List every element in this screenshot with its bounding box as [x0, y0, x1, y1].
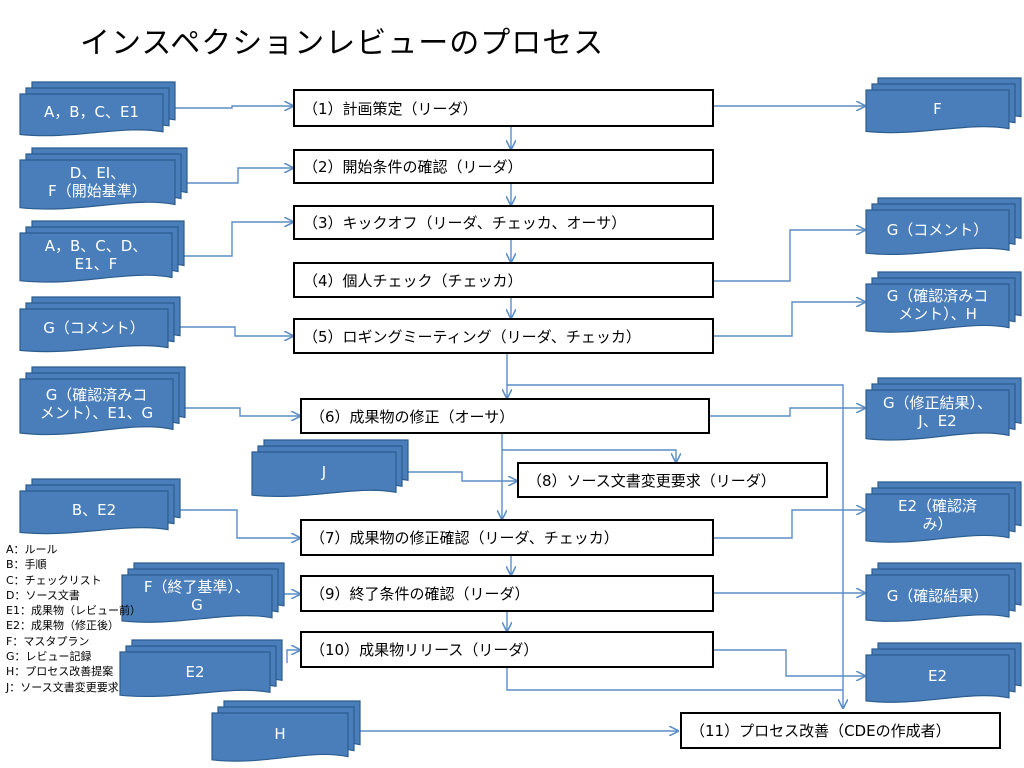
- document-shape: [865, 642, 1022, 703]
- output-doc: E2（確認済 み）: [865, 481, 1022, 546]
- document-shape: [865, 197, 1022, 256]
- document-shape: [119, 639, 283, 698]
- process-step-5: （5）ロギングミーティング（リーダ、チェッカ）: [293, 318, 714, 354]
- document-shape: [121, 562, 285, 623]
- legend: A：ルール B：手順 C：チェックリスト D：ソース文書 E1：成果物（レビュー…: [6, 542, 141, 695]
- legend-item: B：手順: [6, 558, 47, 572]
- legend-item: E1：成果物（レビュー前）: [6, 604, 141, 618]
- page-title: インスペクションレビューのプロセス: [80, 26, 605, 61]
- input-doc: A，B、C、D、 E1、F: [19, 220, 185, 286]
- legend-item: E2：成果物（修正後）: [6, 619, 119, 633]
- document-sheet: [19, 378, 174, 436]
- output-doc: G（確認済みコ メント）、H: [865, 271, 1022, 336]
- legend-item: G：レビュー記録: [6, 650, 92, 664]
- document-sheet: [121, 574, 273, 623]
- process-step-3: （3）キックオフ（リーダ、チェッカ、オーサ）: [293, 205, 714, 240]
- process-step-8: （8）ソース文書変更要求（リーダ）: [517, 462, 828, 498]
- document-label: E2: [185, 662, 205, 681]
- document-shape: [865, 271, 1022, 333]
- legend-item: H：プロセス改善提案: [6, 665, 114, 679]
- document-sheet: [865, 574, 1010, 622]
- document-shape: [19, 81, 176, 137]
- document-sheet: [865, 389, 1010, 441]
- input-doc: J: [251, 439, 409, 500]
- document-shape: [19, 220, 185, 283]
- document-label: G（確認済みコ メント）、H: [886, 287, 989, 324]
- document-label: J: [321, 462, 327, 481]
- document-label: A，B，C、E1: [43, 103, 140, 122]
- process-step-1: （1）計画策定（リーダ）: [293, 89, 714, 127]
- document-shape: [211, 700, 361, 762]
- output-doc: F: [865, 77, 1022, 136]
- document-sheet: [251, 451, 397, 498]
- document-label: H: [274, 725, 286, 744]
- process-step-9: （9）終了条件の確認（リーダ）: [300, 575, 714, 612]
- process-step-4: （4）個人チェック（チェッカ）: [293, 262, 714, 298]
- input-doc: A，B，C、E1: [19, 81, 176, 139]
- document-label: E2（確認済 み）: [897, 497, 978, 534]
- legend-item: F：マスタプラン: [6, 634, 90, 648]
- document-sheet: [19, 159, 176, 210]
- document-label: D、EI、 F（開始基準）: [48, 163, 147, 200]
- process-step-11: （11）プロセス改善（CDEの作成者）: [680, 712, 1001, 749]
- document-sheet: [865, 283, 1010, 333]
- document-sheet: [865, 493, 1010, 543]
- document-sheet: [865, 89, 1010, 134]
- input-doc: G（確認済みコ メント）、E1、G: [19, 366, 186, 439]
- document-sheet: [211, 712, 349, 762]
- document-label: F: [933, 99, 942, 118]
- document-label: G（確認結果）: [886, 586, 989, 605]
- document-shape: [865, 481, 1022, 543]
- document-sheet: [865, 209, 1010, 256]
- document-shape: [251, 439, 409, 498]
- document-shape: [865, 562, 1022, 622]
- document-shape: [19, 296, 181, 353]
- legend-item: C：チェックリスト: [6, 573, 102, 587]
- output-doc: G（修正結果）、 J、E2: [865, 377, 1022, 444]
- process-step-6: （6）成果物の修正（オーサ）: [300, 398, 710, 434]
- document-sheet: [865, 654, 1010, 703]
- document-shape: [865, 377, 1022, 441]
- output-doc: G（コメント）: [865, 197, 1022, 258]
- document-shape: [865, 77, 1022, 134]
- input-doc: D、EI、 F（開始基準）: [19, 147, 188, 213]
- document-label: G（確認済みコ メント）、E1、G: [39, 385, 154, 422]
- process-step-2: （2）開始条件の確認（リーダ）: [293, 149, 714, 184]
- legend-item: A：ルール: [6, 543, 58, 556]
- document-sheet: [19, 232, 173, 283]
- document-label: E2: [927, 666, 948, 685]
- document-sheet: [19, 490, 169, 535]
- document-label: F（終了基準）、 G: [143, 577, 251, 614]
- document-label: G（コメント）: [886, 220, 989, 239]
- document-label: A，B、C、D、 E1、F: [44, 236, 148, 273]
- document-label: G（コメント）: [43, 318, 145, 337]
- input-doc: G（コメント）: [19, 296, 181, 355]
- document-sheet: [19, 308, 169, 353]
- document-sheet: [19, 93, 164, 137]
- document-shape: [19, 478, 181, 535]
- document-label: G（修正結果）、 J、E2: [882, 394, 993, 431]
- input-doc: F（終了基準）、 G: [121, 562, 285, 626]
- legend-item: D：ソース文書: [6, 588, 80, 602]
- input-doc: B、E2: [19, 478, 181, 537]
- document-label: B、E2: [71, 500, 117, 519]
- input-doc: E2: [119, 639, 283, 700]
- input-doc: H: [211, 700, 361, 765]
- document-shape: [19, 147, 188, 210]
- process-step-10: （10）成果物リリース（リーダ）: [300, 631, 714, 668]
- legend-item: J：ソース文書変更要求: [6, 680, 119, 694]
- output-doc: E2: [865, 642, 1022, 706]
- document-sheet: [119, 651, 271, 698]
- process-step-7: （7）成果物の修正確認（リーダ、チェッカ）: [300, 519, 714, 556]
- output-doc: G（確認結果）: [865, 562, 1022, 625]
- document-shape: [19, 366, 186, 436]
